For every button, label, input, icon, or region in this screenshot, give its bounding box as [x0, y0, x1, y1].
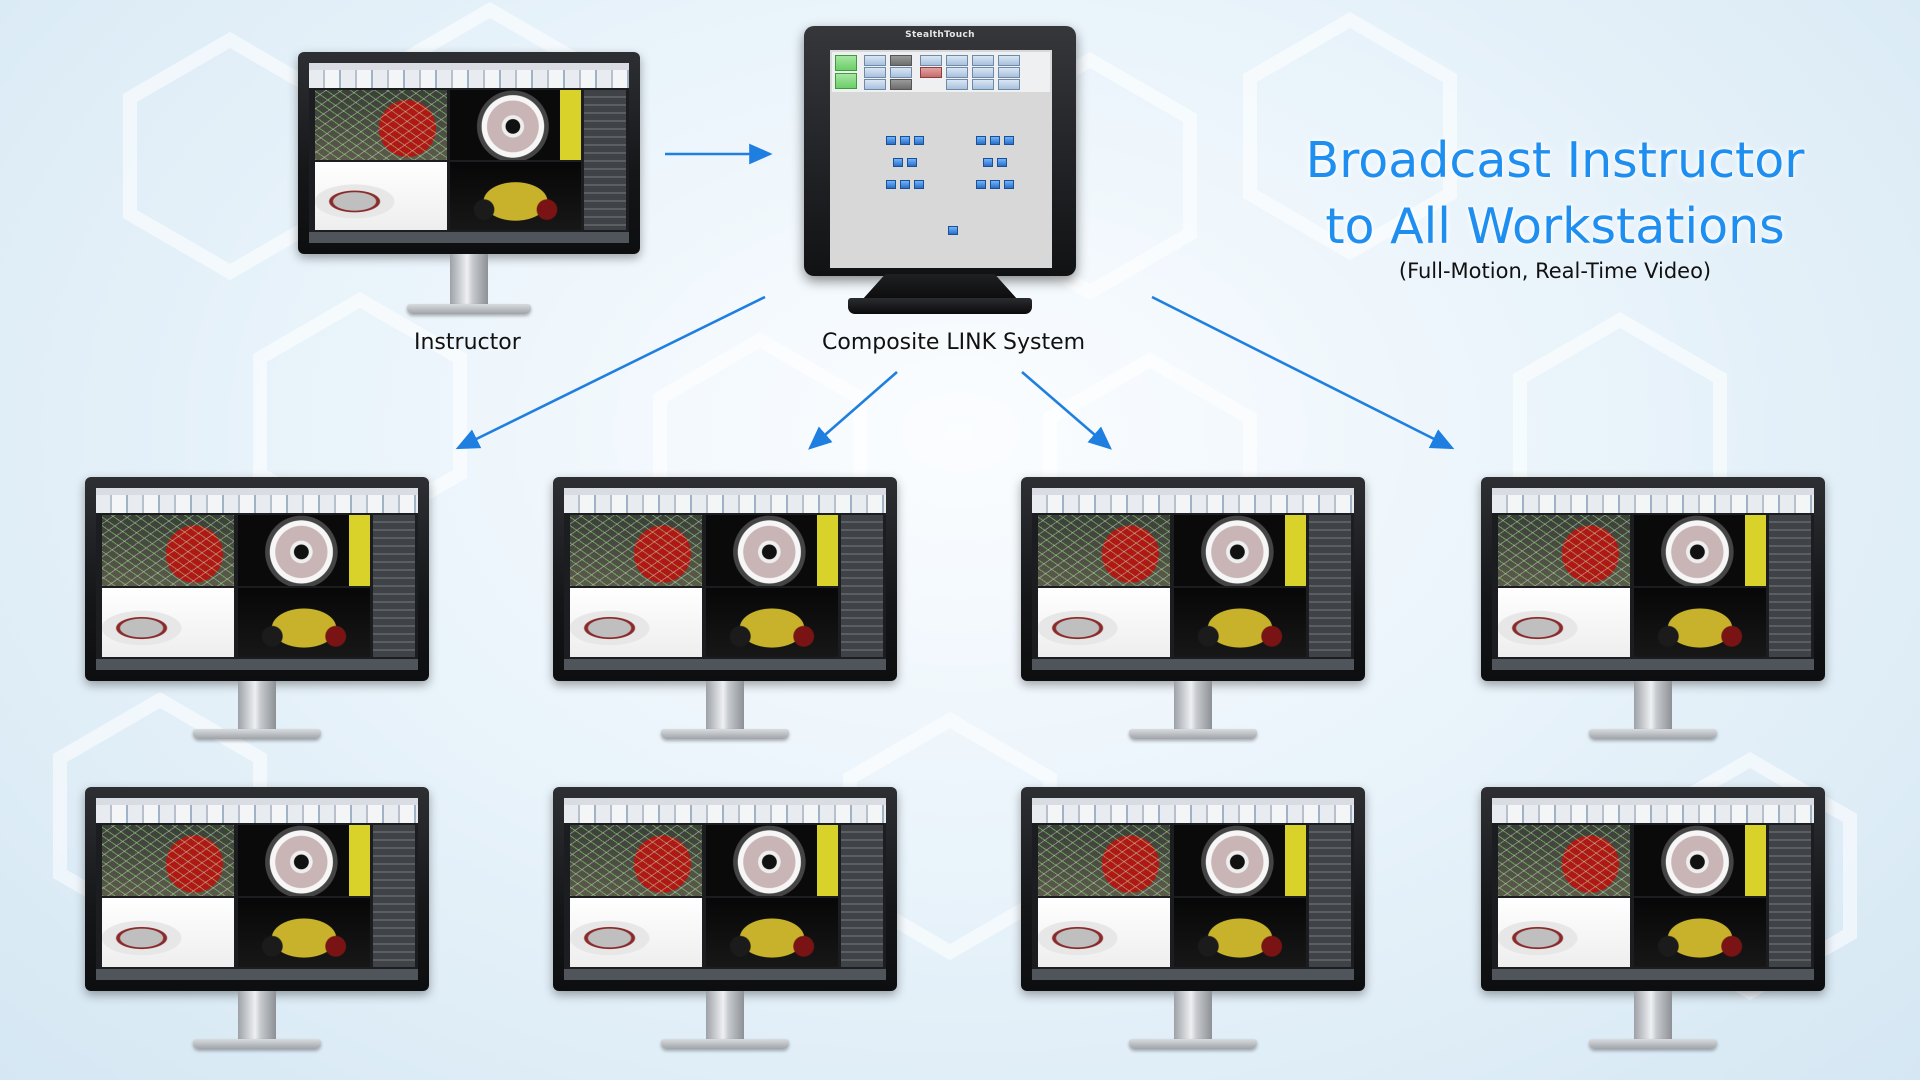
workstation-monitor: [1021, 787, 1365, 1055]
computer-icon[interactable]: [893, 158, 903, 167]
workstation-screen: [1032, 798, 1354, 980]
composite-system-label: Composite LINK System: [822, 330, 1086, 355]
controller-button[interactable]: [890, 67, 912, 78]
controller-button[interactable]: [946, 55, 968, 66]
workstation-screen: [1032, 488, 1354, 670]
instructor-label: Instructor: [414, 330, 521, 355]
workstation-monitor: [1481, 787, 1825, 1055]
diagram-subtitle: (Full-Motion, Real-Time Video): [1398, 259, 1712, 283]
controller-button[interactable]: [890, 55, 912, 66]
computer-icon[interactable]: [886, 136, 896, 145]
workstation-monitor: [85, 787, 429, 1055]
controller-button[interactable]: [920, 67, 942, 78]
workstation-monitor: [553, 787, 897, 1055]
controller-button[interactable]: [835, 55, 857, 71]
controller-button[interactable]: [998, 67, 1020, 78]
computer-icon[interactable]: [976, 136, 986, 145]
controller-brand: StealthTouch: [905, 30, 975, 40]
controller-button[interactable]: [972, 79, 994, 90]
workstation-screen: [564, 798, 886, 980]
workstation-screen: [96, 488, 418, 670]
title-line-1: Broadcast Instructor: [1305, 132, 1805, 189]
controller-button[interactable]: [998, 79, 1020, 90]
computer-icon[interactable]: [886, 180, 896, 189]
controller-button[interactable]: [946, 67, 968, 78]
instructor-screen: [309, 63, 629, 243]
controller-button[interactable]: [998, 55, 1020, 66]
workstation-screen: [1492, 798, 1814, 980]
computer-icon[interactable]: [907, 158, 917, 167]
workstation-screen: [1492, 488, 1814, 670]
controller-button-bar[interactable]: [832, 52, 1050, 92]
title-line-2: to All Workstations: [1325, 198, 1785, 255]
controller-button[interactable]: [920, 55, 942, 66]
computer-icon[interactable]: [914, 180, 924, 189]
computer-icon[interactable]: [1004, 180, 1014, 189]
computer-icon[interactable]: [900, 180, 910, 189]
controller-button[interactable]: [864, 79, 886, 90]
controller-button[interactable]: [864, 55, 886, 66]
computer-icon[interactable]: [900, 136, 910, 145]
computer-icon[interactable]: [948, 226, 958, 235]
controller-button[interactable]: [864, 67, 886, 78]
workstation-screen: [96, 798, 418, 980]
workstation-monitor: [1021, 477, 1365, 745]
computer-icon[interactable]: [976, 180, 986, 189]
controller-touch-screen[interactable]: [830, 50, 1052, 268]
controller-button[interactable]: [946, 79, 968, 90]
composite-link-controller[interactable]: StealthTouch: [804, 26, 1076, 318]
diagram-title: Broadcast Instructor to All Workstations: [1225, 128, 1885, 260]
controller-button[interactable]: [890, 79, 912, 90]
workstation-monitor: [85, 477, 429, 745]
computer-icon[interactable]: [983, 158, 993, 167]
workstation-monitor: [1481, 477, 1825, 745]
computer-icon[interactable]: [914, 136, 924, 145]
controller-button[interactable]: [972, 67, 994, 78]
computer-icon[interactable]: [990, 136, 1000, 145]
computer-icon[interactable]: [997, 158, 1007, 167]
controller-button[interactable]: [835, 73, 857, 89]
controller-button[interactable]: [972, 55, 994, 66]
computer-icon[interactable]: [1004, 136, 1014, 145]
instructor-monitor: [298, 52, 640, 322]
workstation-monitor: [553, 477, 897, 745]
workstation-screen: [564, 488, 886, 670]
computer-icon[interactable]: [990, 180, 1000, 189]
